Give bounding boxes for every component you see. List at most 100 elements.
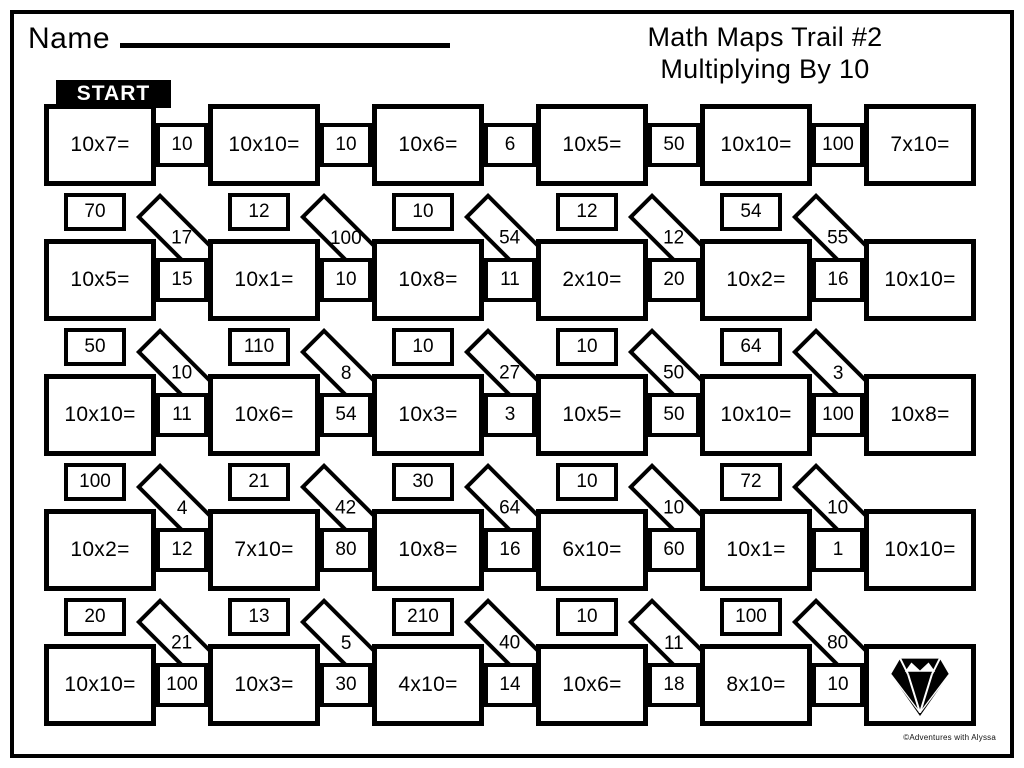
diagonal-answer-text: 64 bbox=[499, 497, 521, 519]
diagonal-answer-text: 40 bbox=[499, 632, 521, 654]
problem-cell-r2c4[interactable]: 2x10= bbox=[536, 239, 648, 321]
answer-link-r1c2[interactable]: 10 bbox=[320, 123, 372, 167]
answer-link-r3c5[interactable]: 100 bbox=[812, 393, 864, 437]
diagonal-answer-text: 80 bbox=[827, 632, 849, 654]
diagonal-answer-text: 100 bbox=[330, 227, 362, 249]
answer-link-r2c4[interactable]: 20 bbox=[648, 258, 700, 302]
vertical-answer-r2c4[interactable]: 10 bbox=[556, 328, 618, 366]
problem-cell-r3c4[interactable]: 10x5= bbox=[536, 374, 648, 456]
problem-cell-r4c3[interactable]: 10x8= bbox=[372, 509, 484, 591]
vertical-answer-r4c4[interactable]: 10 bbox=[556, 598, 618, 636]
answer-link-r2c1[interactable]: 15 bbox=[156, 258, 208, 302]
problem-cell-r2c1[interactable]: 10x5= bbox=[44, 239, 156, 321]
diagonal-answer-text: 3 bbox=[832, 362, 844, 384]
problem-cell-r3c5[interactable]: 10x10= bbox=[700, 374, 812, 456]
diagonal-answer-text: 5 bbox=[340, 632, 352, 654]
problem-cell-r1c4[interactable]: 10x5= bbox=[536, 104, 648, 186]
answer-link-r1c3[interactable]: 6 bbox=[484, 123, 536, 167]
vertical-answer-r1c4[interactable]: 12 bbox=[556, 193, 618, 231]
problem-cell-r4c2[interactable]: 7x10= bbox=[208, 509, 320, 591]
vertical-answer-r2c1[interactable]: 50 bbox=[64, 328, 126, 366]
problem-cell-r4c6[interactable]: 10x10= bbox=[864, 509, 976, 591]
diagonal-answer-text: 42 bbox=[335, 497, 357, 519]
diagonal-answer-text: 10 bbox=[827, 497, 849, 519]
diagonal-answer-text: 10 bbox=[171, 362, 193, 384]
problem-cell-r3c6[interactable]: 10x8= bbox=[864, 374, 976, 456]
vertical-answer-r4c5[interactable]: 100 bbox=[720, 598, 782, 636]
credit-text: ©Adventures with Alyssa bbox=[903, 733, 996, 742]
problem-cell-r5c5[interactable]: 8x10= bbox=[700, 644, 812, 726]
answer-link-r5c5[interactable]: 10 bbox=[812, 663, 864, 707]
problem-cell-r3c3[interactable]: 10x3= bbox=[372, 374, 484, 456]
problem-cell-r1c3[interactable]: 10x6= bbox=[372, 104, 484, 186]
answer-link-r4c5[interactable]: 1 bbox=[812, 528, 864, 572]
answer-link-r5c2[interactable]: 30 bbox=[320, 663, 372, 707]
answer-link-r5c1[interactable]: 100 bbox=[156, 663, 208, 707]
answer-link-r3c2[interactable]: 54 bbox=[320, 393, 372, 437]
problem-cell-r2c3[interactable]: 10x8= bbox=[372, 239, 484, 321]
vertical-answer-r1c1[interactable]: 70 bbox=[64, 193, 126, 231]
answer-link-r3c1[interactable]: 11 bbox=[156, 393, 208, 437]
name-label: Name bbox=[28, 22, 111, 55]
answer-link-r4c4[interactable]: 60 bbox=[648, 528, 700, 572]
answer-link-r2c3[interactable]: 11 bbox=[484, 258, 536, 302]
answer-link-r5c3[interactable]: 14 bbox=[484, 663, 536, 707]
problem-cell-r4c1[interactable]: 10x2= bbox=[44, 509, 156, 591]
vertical-answer-r2c3[interactable]: 10 bbox=[392, 328, 454, 366]
answer-link-r3c4[interactable]: 50 bbox=[648, 393, 700, 437]
problem-cell-r3c2[interactable]: 10x6= bbox=[208, 374, 320, 456]
problem-cell-r4c5[interactable]: 10x1= bbox=[700, 509, 812, 591]
problem-cell-r2c2[interactable]: 10x1= bbox=[208, 239, 320, 321]
answer-link-r1c1[interactable]: 10 bbox=[156, 123, 208, 167]
title-line-2: Multiplying By 10 bbox=[660, 53, 870, 84]
start-badge: START bbox=[56, 80, 171, 108]
answer-link-r4c1[interactable]: 12 bbox=[156, 528, 208, 572]
vertical-answer-r1c5[interactable]: 54 bbox=[720, 193, 782, 231]
answer-link-r1c5[interactable]: 100 bbox=[812, 123, 864, 167]
problem-cell-r1c2[interactable]: 10x10= bbox=[208, 104, 320, 186]
answer-link-r5c4[interactable]: 18 bbox=[648, 663, 700, 707]
vertical-answer-r4c1[interactable]: 20 bbox=[64, 598, 126, 636]
answer-link-r2c5[interactable]: 16 bbox=[812, 258, 864, 302]
problem-cell-r1c1[interactable]: 10x7= bbox=[44, 104, 156, 186]
diagonal-answer-text: 17 bbox=[171, 227, 193, 249]
page-border bbox=[10, 10, 1014, 758]
problem-cell-r5c4[interactable]: 10x6= bbox=[536, 644, 648, 726]
vertical-answer-r3c1[interactable]: 100 bbox=[64, 463, 126, 501]
answer-link-r2c2[interactable]: 10 bbox=[320, 258, 372, 302]
problem-cell-r5c2[interactable]: 10x3= bbox=[208, 644, 320, 726]
diagonal-answer-text: 8 bbox=[340, 362, 352, 384]
vertical-answer-r1c2[interactable]: 12 bbox=[228, 193, 290, 231]
vertical-answer-r2c2[interactable]: 110 bbox=[228, 328, 290, 366]
problem-cell-r1c6[interactable]: 7x10= bbox=[864, 104, 976, 186]
vertical-answer-r4c2[interactable]: 13 bbox=[228, 598, 290, 636]
vertical-answer-r3c4[interactable]: 10 bbox=[556, 463, 618, 501]
vertical-answer-r1c3[interactable]: 10 bbox=[392, 193, 454, 231]
name-field-row: Name bbox=[28, 22, 451, 55]
problem-cell-r5c3[interactable]: 4x10= bbox=[372, 644, 484, 726]
problem-cell-r4c4[interactable]: 6x10= bbox=[536, 509, 648, 591]
name-write-line[interactable] bbox=[120, 43, 451, 48]
vertical-answer-r3c3[interactable]: 30 bbox=[392, 463, 454, 501]
problem-cell-r2c6[interactable]: 10x10= bbox=[864, 239, 976, 321]
vertical-answer-r2c5[interactable]: 64 bbox=[720, 328, 782, 366]
diagonal-answer-text: 11 bbox=[664, 632, 684, 654]
diamond-gem-icon bbox=[890, 658, 950, 717]
vertical-answer-r4c3[interactable]: 210 bbox=[392, 598, 454, 636]
answer-link-r4c2[interactable]: 80 bbox=[320, 528, 372, 572]
diagonal-answer-text: 27 bbox=[499, 362, 521, 384]
diagonal-answer-text: 4 bbox=[176, 497, 188, 519]
answer-link-r4c3[interactable]: 16 bbox=[484, 528, 536, 572]
vertical-answer-r3c5[interactable]: 72 bbox=[720, 463, 782, 501]
finish-gem-cell bbox=[864, 644, 976, 726]
diagonal-answer-text: 12 bbox=[663, 227, 685, 249]
problem-cell-r1c5[interactable]: 10x10= bbox=[700, 104, 812, 186]
answer-link-r3c3[interactable]: 3 bbox=[484, 393, 536, 437]
problem-cell-r2c5[interactable]: 10x2= bbox=[700, 239, 812, 321]
answer-link-r1c4[interactable]: 50 bbox=[648, 123, 700, 167]
diagonal-answer-text: 50 bbox=[663, 362, 685, 384]
problem-cell-r5c1[interactable]: 10x10= bbox=[44, 644, 156, 726]
vertical-answer-r3c2[interactable]: 21 bbox=[228, 463, 290, 501]
problem-cell-r3c1[interactable]: 10x10= bbox=[44, 374, 156, 456]
